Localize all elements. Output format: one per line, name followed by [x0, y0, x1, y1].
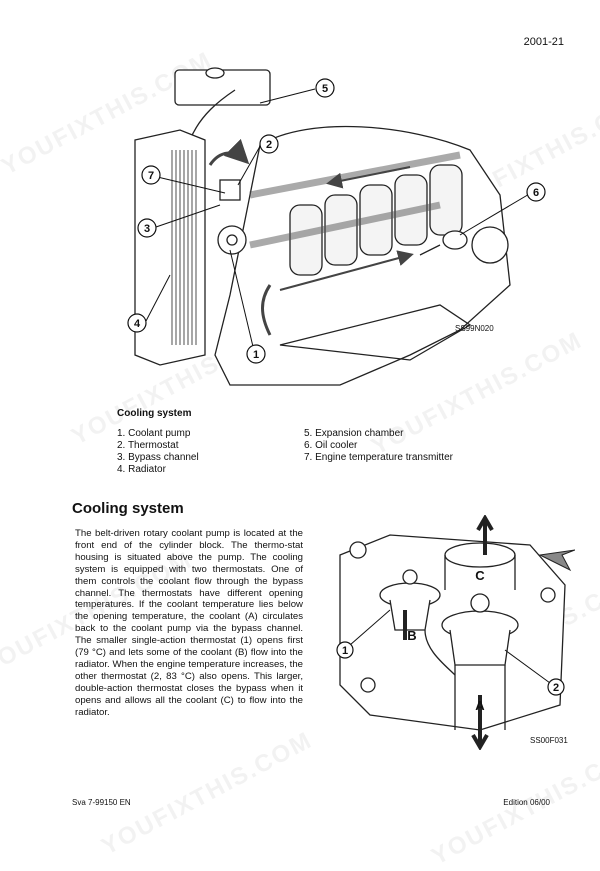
footer-edition: Edition 06/00	[503, 798, 550, 807]
flow-label-b: B	[407, 628, 416, 643]
legend-item: 6. Oil cooler	[304, 440, 358, 451]
thermostat-diagram: C B A 1 2 SS00F031	[336, 515, 575, 750]
callout-4: 4	[134, 318, 141, 330]
legend-item: 5. Expansion chamber	[304, 428, 404, 439]
legend-title: Cooling system	[117, 408, 192, 419]
callout-7: 7	[148, 170, 154, 182]
legend-column-left: 1. Coolant pump 2. Thermostat 3. Bypass …	[117, 428, 199, 476]
callout-2: 2	[553, 682, 559, 694]
legend-item: 3. Bypass channel	[117, 452, 199, 463]
callout-1: 1	[253, 349, 259, 361]
callout-1: 1	[342, 645, 348, 657]
section-title: Cooling system	[72, 500, 184, 517]
section-body: The belt-driven rotary coolant pump is l…	[75, 528, 303, 718]
footer-document-id: Sva 7-99150 EN	[72, 798, 131, 807]
watermark: YOUFIXTHIS.COM	[97, 726, 318, 861]
figure-code: SS99N020	[455, 324, 494, 333]
callout-2: 2	[266, 139, 272, 151]
legend-item: 7. Engine temperature transmitter	[304, 452, 453, 463]
figure-code: SS00F031	[530, 736, 568, 745]
page-number: 2001-21	[523, 36, 564, 48]
callout-3: 3	[144, 223, 150, 235]
legend-item: 4. Radiator	[117, 464, 166, 475]
flow-label-a: A	[475, 698, 485, 713]
flow-label-c: C	[475, 568, 485, 583]
callout-5: 5	[322, 83, 328, 95]
engine-cooling-diagram: 5 2 3 4 7 1 6 SS99N020	[127, 67, 546, 386]
legend-item: 1. Coolant pump	[117, 428, 191, 439]
legend-item: 2. Thermostat	[117, 440, 179, 451]
legend-column-right: 5. Expansion chamber 6. Oil cooler 7. En…	[304, 428, 453, 464]
callout-6: 6	[533, 187, 539, 199]
